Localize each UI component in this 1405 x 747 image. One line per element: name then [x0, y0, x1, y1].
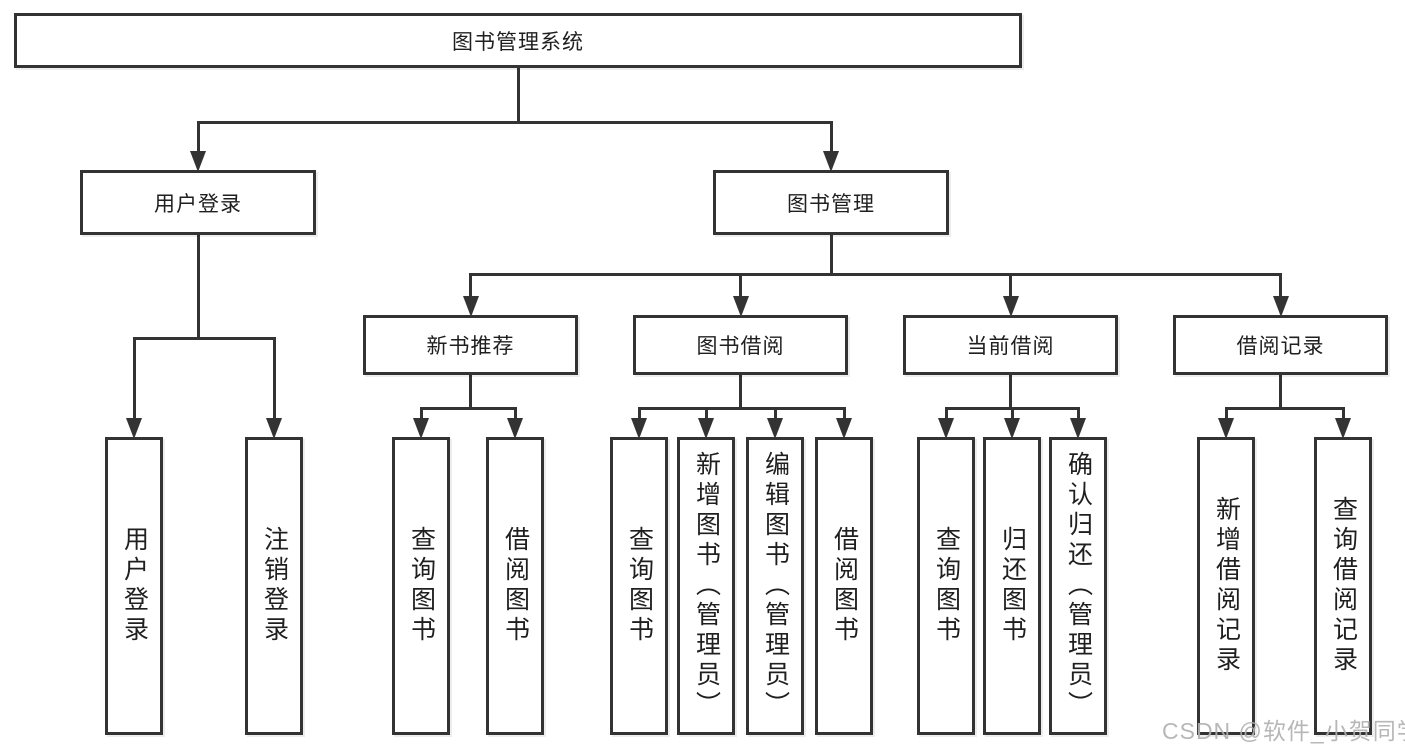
connector-line — [419, 407, 517, 410]
connector-line — [1224, 407, 1345, 410]
connector-line — [829, 235, 833, 276]
connector-line — [739, 375, 742, 410]
node-label: 用户登录 — [154, 192, 242, 216]
arrow-down-icon — [1004, 418, 1020, 439]
arrow-down-icon — [462, 296, 479, 317]
node-label: 确认归还（管理员） — [1064, 451, 1093, 721]
node-new-book-recommend: 新书推荐 — [363, 315, 578, 375]
connector-line — [419, 407, 423, 418]
arrow-down-icon — [126, 418, 142, 439]
node-leaf-user-login: 用户登录 — [105, 437, 163, 735]
connector-line — [469, 273, 1282, 276]
node-leaf-bb-query-books: 查询图书 — [610, 437, 668, 735]
connector-line — [704, 407, 708, 418]
arrow-down-icon — [1070, 418, 1086, 439]
node-leaf-br-add-record: 新增借阅记录 — [1197, 437, 1255, 735]
connector-line — [637, 407, 846, 410]
arrow-down-icon — [732, 296, 749, 317]
node-label: 图书借阅 — [696, 335, 785, 358]
arrow-down-icon — [1218, 418, 1234, 439]
node-current-borrowing: 当前借阅 — [903, 315, 1118, 375]
node-label: 新增图书（管理员） — [692, 451, 721, 721]
node-leaf-nb-borrow-books: 借阅图书 — [486, 437, 544, 735]
node-leaf-logout: 注销登录 — [245, 437, 303, 735]
connector-line — [1010, 407, 1014, 418]
node-leaf-cb-query-books: 查询图书 — [917, 437, 975, 735]
arrow-down-icon — [1272, 296, 1289, 317]
node-label: 查询图书 — [932, 526, 961, 646]
node-leaf-cb-return-books: 归还图书 — [983, 437, 1041, 735]
node-leaf-nb-query-books: 查询图书 — [392, 437, 450, 735]
arrow-down-icon — [823, 151, 839, 172]
node-label: 用户登录 — [120, 526, 149, 646]
connector-line — [132, 337, 136, 418]
connector-line — [1009, 273, 1012, 296]
connector-line — [944, 407, 948, 418]
node-leaf-bb-borrow-books: 借阅图书 — [815, 437, 873, 735]
arrow-down-icon — [1002, 296, 1019, 317]
connector-line — [739, 273, 742, 296]
connector-line — [513, 407, 517, 418]
connector-line — [196, 235, 200, 340]
arrow-down-icon — [266, 418, 282, 439]
arrow-down-icon — [190, 151, 206, 172]
connector-line — [516, 68, 520, 124]
arrow-down-icon — [631, 418, 647, 439]
node-label: 图书管理系统 — [452, 30, 584, 54]
connector-line — [842, 407, 846, 418]
arrow-down-icon — [938, 418, 954, 439]
connector-line — [1076, 407, 1080, 418]
node-user-login: 用户登录 — [80, 170, 316, 235]
node-leaf-br-query-record: 查询借阅记录 — [1314, 437, 1372, 735]
connector-line — [1224, 407, 1228, 418]
node-label: 归还图书 — [998, 526, 1027, 646]
node-label: 编辑图书（管理员） — [761, 451, 790, 721]
connector-line — [1341, 407, 1345, 418]
connector-line — [469, 273, 472, 296]
node-label: 图书管理 — [787, 192, 875, 216]
watermark-text: CSDN @软件_小贺同学 — [1162, 718, 1405, 744]
connector-line — [196, 121, 833, 124]
node-borrow-records: 借阅记录 — [1173, 315, 1388, 375]
node-leaf-cb-confirm-return: 确认归还（管理员） — [1049, 437, 1107, 735]
node-label: 查询借阅记录 — [1329, 496, 1358, 676]
arrow-down-icon — [507, 418, 523, 439]
connector-line — [272, 337, 276, 418]
node-book-borrowing: 图书借阅 — [633, 315, 848, 375]
connector-line — [829, 121, 833, 151]
node-label: 当前借阅 — [966, 335, 1055, 358]
node-leaf-bb-add-books: 新增图书（管理员） — [677, 437, 735, 735]
node-label: 注销登录 — [260, 526, 289, 646]
connector-line — [1279, 273, 1282, 296]
node-system-root: 图书管理系统 — [14, 13, 1022, 68]
connector-line — [637, 407, 641, 418]
node-label: 新增借阅记录 — [1212, 496, 1241, 676]
node-label: 借阅记录 — [1236, 335, 1325, 358]
node-leaf-bb-edit-books: 编辑图书（管理员） — [746, 437, 804, 735]
connector-line — [1279, 375, 1282, 410]
arrow-down-icon — [1335, 418, 1351, 439]
connector-line — [773, 407, 777, 418]
node-label: 借阅图书 — [830, 526, 859, 646]
arrow-down-icon — [767, 418, 783, 439]
node-label: 借阅图书 — [501, 526, 530, 646]
arrow-down-icon — [698, 418, 714, 439]
node-label: 新书推荐 — [426, 335, 515, 358]
arrow-down-icon — [413, 418, 429, 439]
connector-line — [132, 337, 276, 340]
node-book-management: 图书管理 — [713, 170, 949, 235]
node-label: 查询图书 — [625, 526, 654, 646]
connector-line — [469, 375, 472, 410]
connector-line — [196, 121, 200, 151]
connector-line — [1009, 375, 1012, 410]
node-label: 查询图书 — [407, 526, 436, 646]
arrow-down-icon — [836, 418, 852, 439]
